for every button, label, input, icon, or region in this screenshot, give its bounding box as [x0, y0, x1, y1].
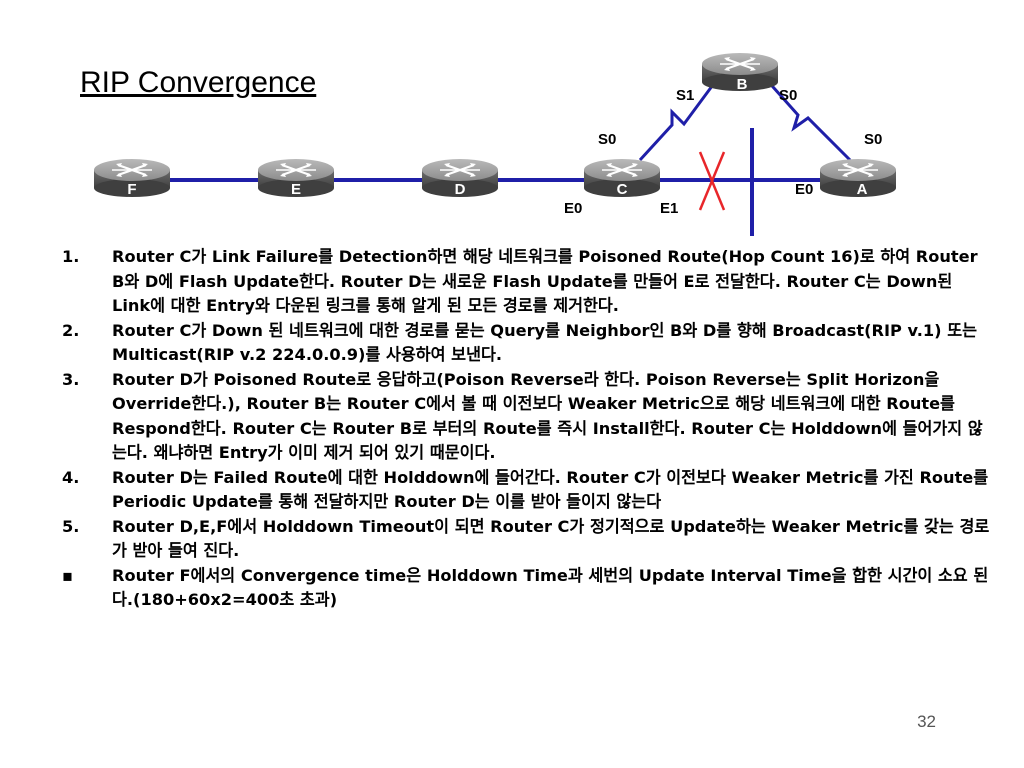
list-marker: 2.: [62, 320, 80, 340]
list-marker: 3.: [62, 369, 80, 389]
list-text: Router D는 Failed Route에 대한 Holddown에 들어간…: [112, 467, 989, 512]
list-text: Router D,E,F에서 Holddown Timeout이 되면 Rout…: [112, 516, 990, 561]
router-d-label: D: [455, 181, 466, 198]
router-b-label: B: [737, 76, 748, 93]
list-text: Router C가 Link Failure를 Detection하면 해당 네…: [112, 247, 978, 315]
list-item: 3. Router D가 Poisoned Route로 응답하고(Poison…: [62, 368, 992, 466]
interface-c-e0: E0: [564, 200, 582, 217]
step-list: 1. Router C가 Link Failure를 Detection하면 해…: [62, 245, 992, 613]
interface-a-s0: S0: [864, 131, 882, 148]
link-failure-icon: [698, 151, 726, 211]
list-text: Router F에서의 Convergence time은 Holddown T…: [112, 565, 989, 610]
page-title: RIP Convergence: [80, 66, 317, 99]
list-item: 5. Router D,E,F에서 Holddown Timeout이 되면 R…: [62, 515, 992, 564]
interface-c-s0: S0: [598, 131, 616, 148]
serial-link-c-b: [638, 77, 720, 162]
router-a-label: A: [857, 181, 868, 198]
router-f-label: F: [127, 181, 136, 198]
list-item: 1. Router C가 Link Failure를 Detection하면 해…: [62, 245, 992, 319]
list-item: 2. Router C가 Down 된 네트워크에 대한 경로를 묻는 Quer…: [62, 319, 992, 368]
serial-link-b-a: [763, 77, 852, 162]
list-text: Router D가 Poisoned Route로 응답하고(Poison Re…: [112, 369, 983, 463]
interface-c-e1: E1: [660, 200, 678, 217]
list-marker: 4.: [62, 467, 80, 487]
router-c-label: C: [617, 181, 628, 198]
network-diagram: F E D C A B S1 S0 S0 S0 E0 E1 E0: [92, 51, 898, 236]
list-marker: ▪: [62, 565, 73, 585]
interface-a-e0: E0: [795, 181, 813, 198]
router-e-label: E: [291, 181, 301, 198]
list-item: ▪ Router F에서의 Convergence time은 Holddown…: [62, 564, 992, 613]
list-text: Router C가 Down 된 네트워크에 대한 경로를 묻는 Query를 …: [112, 320, 977, 365]
list-item: 4. Router D는 Failed Route에 대한 Holddown에 …: [62, 466, 992, 515]
interface-b-s1: S1: [676, 87, 694, 104]
list-marker: 1.: [62, 247, 80, 266]
page-number: 32: [917, 712, 936, 731]
list-marker: 5.: [62, 516, 80, 536]
interface-b-s0: S0: [779, 87, 797, 104]
